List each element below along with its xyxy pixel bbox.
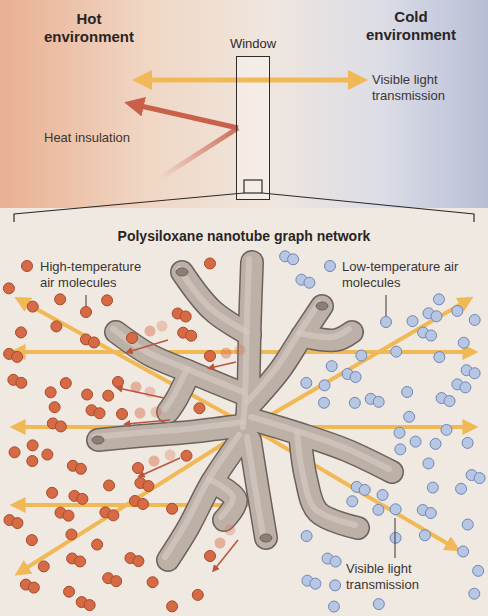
light-arrow [140, 78, 360, 83]
window-frame [236, 56, 270, 200]
molecule-label: High-temperature air molecules [40, 259, 158, 291]
region-heading: Hot environment [30, 10, 148, 46]
air-molecules [3, 251, 485, 612]
effect-label: Visible light transmission [346, 561, 466, 593]
heat-reflection-arrow [132, 104, 238, 128]
molecule-label: Low-temperature air molecules [342, 259, 460, 291]
heat-ray [160, 128, 238, 178]
window-node: Window [226, 36, 280, 200]
window-label: Window [226, 36, 280, 51]
leader-lines [22, 261, 396, 559]
zoom-box [244, 180, 262, 193]
effect-label: Heat insulation [44, 130, 164, 146]
heat-bounce-arrows [113, 321, 246, 571]
region-heading: Cold environment [352, 8, 470, 44]
zoom-bracket [14, 193, 474, 222]
nanotube-network [92, 259, 392, 560]
temperature-ground [0, 0, 488, 208]
panel-heading: Polysiloxane nanotube graph network [60, 228, 428, 245]
effect-label: Visible light transmission [372, 72, 472, 104]
